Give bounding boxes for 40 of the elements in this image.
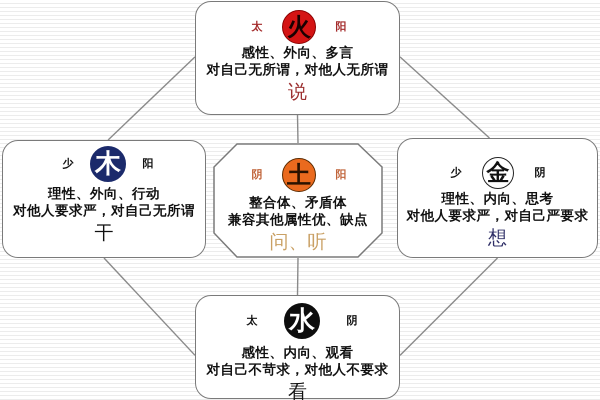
element-circle: 木 <box>90 146 126 182</box>
connector-line <box>400 56 490 139</box>
connector-line <box>296 114 299 144</box>
rounded-box <box>397 138 598 258</box>
side-label: 少 <box>62 157 74 171</box>
side-label: 少 <box>450 166 462 180</box>
element-circle: 金 <box>482 157 514 189</box>
side-label: 阴 <box>346 314 358 328</box>
trait-text: 对他人要求严，对自己严要求 <box>406 208 588 225</box>
trait-text: 感性、外向、多言 <box>242 45 354 62</box>
rounded-box <box>2 140 206 258</box>
side-label: 太 <box>245 314 258 328</box>
side-label: 太 <box>250 20 264 34</box>
trait-text: 理性、内向、思考 <box>442 191 554 208</box>
action-word: 干 <box>94 221 114 245</box>
connector-line <box>108 56 196 140</box>
element-circle: 水 <box>284 303 320 339</box>
action-word: 问、听 <box>270 230 326 254</box>
side-label: 阳 <box>142 157 154 171</box>
side-label: 阳 <box>334 168 348 182</box>
element-circle: 火 <box>282 10 316 44</box>
connector-line <box>296 258 299 295</box>
trait-text: 兼容其他属性优、缺点 <box>228 212 368 229</box>
rounded-box <box>195 1 400 115</box>
connector-line <box>103 258 196 356</box>
trait-text: 对自己无所谓，对他人无所谓 <box>206 62 388 79</box>
side-label: 阳 <box>334 20 348 34</box>
trait-text: 对自己不苛求，对他人不要求 <box>206 362 388 379</box>
trait-text: 对他人要求严，对自己无所谓 <box>13 203 195 220</box>
octagon-box <box>213 143 383 258</box>
connector-line <box>400 258 498 356</box>
trait-text: 理性、外向、行动 <box>48 186 160 203</box>
side-label: 阴 <box>250 168 264 182</box>
rounded-box <box>195 295 400 399</box>
trait-text: 整合体、矛盾体 <box>249 195 347 212</box>
trait-text: 感性、内向、观看 <box>242 345 354 362</box>
action-word: 想 <box>488 226 507 250</box>
action-word: 说 <box>288 80 307 104</box>
side-label: 阴 <box>534 166 546 180</box>
action-word: 看 <box>288 380 307 400</box>
